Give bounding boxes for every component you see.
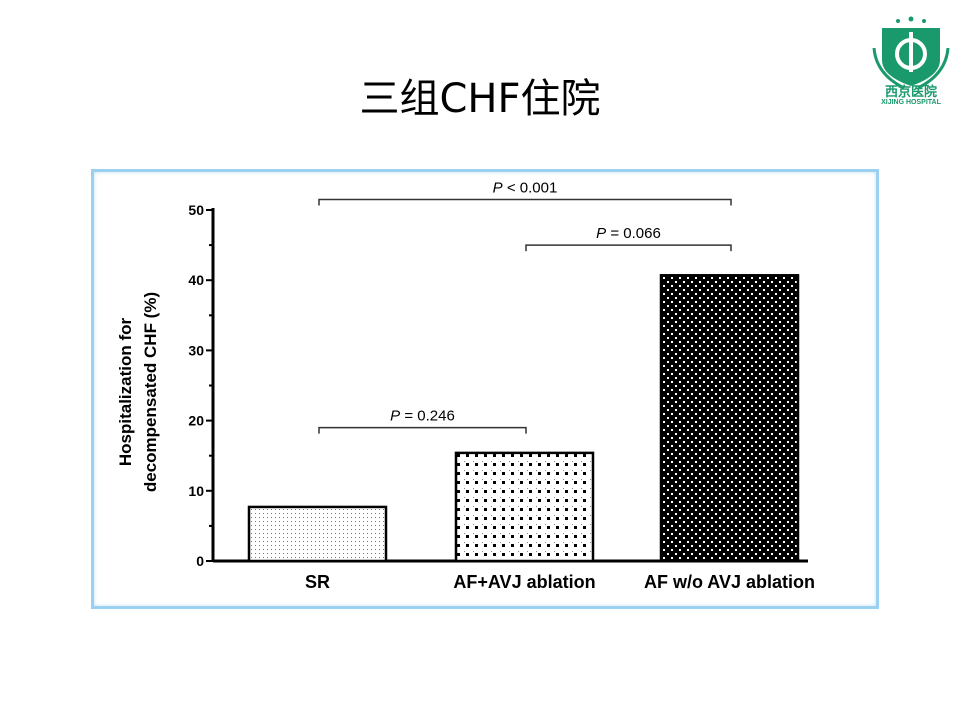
p-value-label: P = 0.066: [596, 225, 661, 242]
x-tick-label: SR: [305, 572, 330, 592]
significance-bracket: [318, 426, 527, 434]
y-tick-label: 10: [188, 483, 204, 499]
bar-2: [659, 274, 800, 563]
p-value: = 0.246: [400, 408, 455, 425]
y-axis-label-line2: decompensated CHF (%): [141, 292, 160, 492]
significance-bracket: [525, 244, 732, 252]
y-tick-label: 30: [188, 342, 204, 358]
svg-text:西京医院: 西京医院: [885, 84, 937, 99]
y-tick-label: 50: [188, 202, 204, 218]
p-value: = 0.066: [606, 225, 661, 242]
y-tick-label: 0: [196, 553, 204, 569]
hospital-logo: 西京医院 XIJING HOSPITAL: [868, 8, 954, 106]
significance-bracket: [318, 198, 732, 206]
y-tick-label: 40: [188, 272, 204, 288]
slide-title: 三组CHF住院: [359, 76, 601, 122]
p-value: < 0.001: [503, 179, 558, 196]
bar-0: [247, 505, 388, 563]
p-symbol: P: [390, 408, 400, 425]
bar-1: [454, 451, 595, 563]
p-symbol: P: [493, 179, 503, 196]
p-value-label: P < 0.001: [493, 179, 558, 196]
bar-chart: 0 10 20 30 40 50 SR AF+AVJ ablation AF w/o AVJ …: [116, 179, 815, 592]
chart-frame: 0 10 20 30 40 50 SR AF+AVJ ablation AF w/o AVJ …: [91, 169, 879, 609]
p-symbol: P: [596, 225, 606, 242]
y-tick-label: 20: [188, 413, 204, 429]
x-tick-label: AF w/o AVJ ablation: [644, 572, 815, 592]
p-value-label: P = 0.246: [390, 408, 455, 425]
x-tick-label: AF+AVJ ablation: [453, 572, 595, 592]
y-axis-label-line1: Hospitalization for: [116, 317, 135, 466]
svg-text:XIJING HOSPITAL: XIJING HOSPITAL: [881, 99, 941, 104]
